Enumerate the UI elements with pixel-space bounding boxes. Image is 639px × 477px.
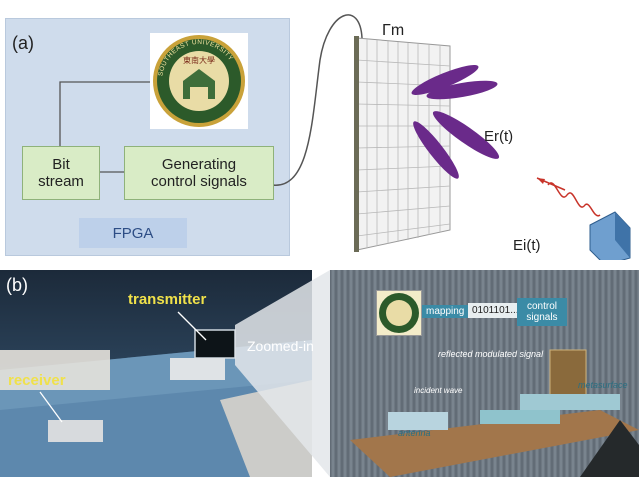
zoomed-scene xyxy=(350,349,639,477)
chamber-scene xyxy=(0,329,312,477)
ei-label: Ei(t) xyxy=(513,237,541,254)
seal-small-icon xyxy=(379,293,419,333)
zoomed-in-label: Zoomed-in xyxy=(247,338,314,354)
panel-b-label: (b) xyxy=(6,275,28,295)
receiver-label: receiver xyxy=(8,372,66,389)
seal-icon: 東南大學 xyxy=(153,35,245,127)
university-logo: 東南大學 SOUTHEAST UNIVERSITY xyxy=(150,33,248,129)
transmitter-label: transmitter xyxy=(128,291,207,308)
reflected-signal-label: reflected modulated signal xyxy=(438,349,544,359)
fpga-label: FPGA xyxy=(79,218,187,248)
bits-tag: 0101101... xyxy=(468,303,523,318)
gamma-label: Γm xyxy=(382,22,405,39)
svg-text:東南大學: 東南大學 xyxy=(183,55,215,65)
metasurface-diagram xyxy=(354,36,631,260)
label-arrows xyxy=(39,311,207,423)
logo-ring-text: SOUTHEAST UNIVERSITY xyxy=(157,39,234,77)
beam-lobes xyxy=(411,65,500,179)
zoom-connector xyxy=(235,270,330,477)
antenna-label: antenna xyxy=(398,428,431,438)
control-signals-tag: control signals xyxy=(517,298,567,326)
bit-stream-box: Bit stream xyxy=(22,146,100,200)
panel-a-label: (a) xyxy=(12,33,34,53)
metasurface-label: metasurface xyxy=(578,380,628,390)
anechoic-chamber-photo xyxy=(0,270,312,477)
control-signals-label: Generating control signals xyxy=(151,156,247,190)
mapping-tag: mapping xyxy=(422,305,469,318)
bit-stream-label: Bit stream xyxy=(38,156,84,190)
zoomed-logo xyxy=(376,290,422,336)
incident-wave-label: incident wave xyxy=(414,386,463,395)
control-signals-box: Generating control signals xyxy=(124,146,274,200)
er-label: Er(t) xyxy=(484,128,514,145)
